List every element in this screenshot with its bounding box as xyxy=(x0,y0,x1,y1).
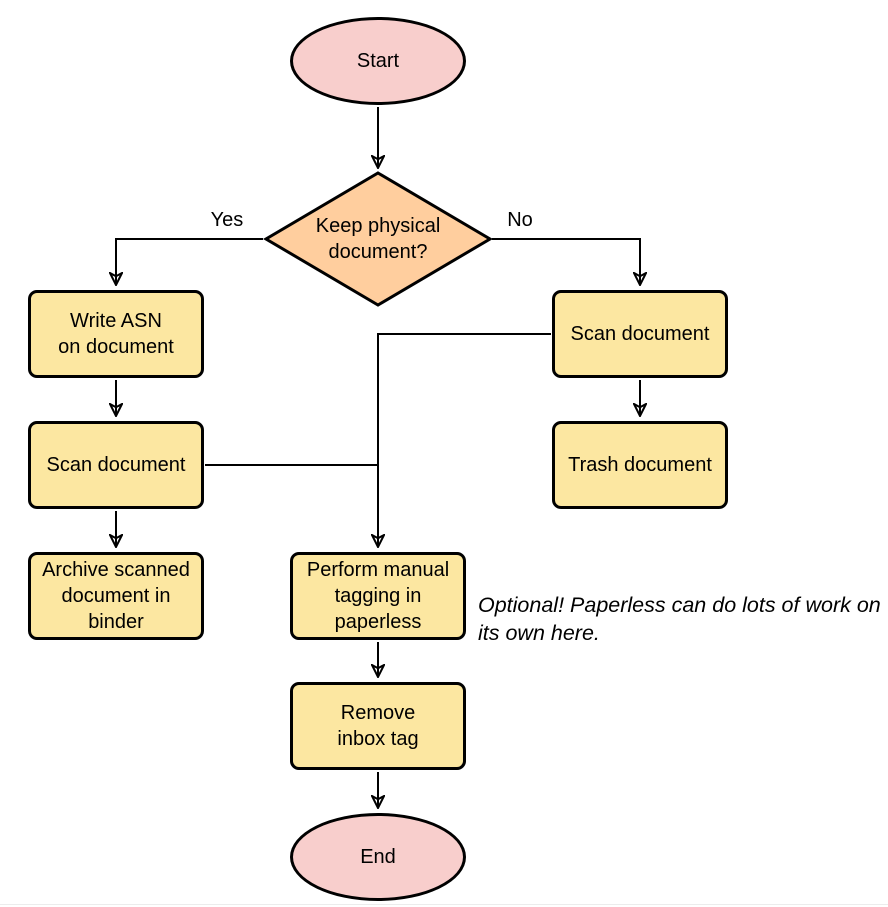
node-decision-keep-physical: Keep physical document? xyxy=(263,170,493,308)
node-scan-document-right-label: Scan document xyxy=(570,323,710,345)
node-scan-document-left-label: Scan document xyxy=(46,454,186,476)
node-start-label: Start xyxy=(356,50,400,72)
node-manual-tagging-label: Perform manual tagging in paperless xyxy=(306,559,450,633)
edge-scan-right-to-tagging xyxy=(378,333,551,546)
node-trash-document: Trash document xyxy=(552,421,728,509)
node-manual-tagging: Perform manual tagging in paperless xyxy=(290,552,466,640)
node-decision-label: Keep physical document? xyxy=(315,215,441,263)
edge-decision-yes-to-write-asn xyxy=(116,238,263,284)
node-remove-inbox-tag: Remove inbox tag xyxy=(290,682,466,770)
bottom-divider xyxy=(0,904,888,905)
node-write-asn: Write ASN on document xyxy=(28,290,204,378)
node-scan-document-left: Scan document xyxy=(28,421,204,509)
edge-decision-no-to-scan-right xyxy=(492,238,640,284)
node-scan-document-right: Scan document xyxy=(552,290,728,378)
node-write-asn-label: Write ASN on document xyxy=(58,310,174,358)
decision-diamond-shape xyxy=(263,171,493,307)
node-end-label: End xyxy=(360,846,396,868)
edge-label-no: No xyxy=(507,209,533,231)
node-archive-binder-label: Archive scanned document in binder xyxy=(42,559,190,633)
edge-label-yes: Yes xyxy=(210,209,244,231)
node-remove-inbox-tag-label: Remove inbox tag xyxy=(337,702,419,750)
node-end: End xyxy=(290,813,466,901)
node-trash-document-label: Trash document xyxy=(568,454,712,476)
annotation-optional-note: Optional! Paperless can do lots of work … xyxy=(478,593,881,645)
node-start: Start xyxy=(290,17,466,105)
node-archive-binder: Archive scanned document in binder xyxy=(28,552,204,640)
